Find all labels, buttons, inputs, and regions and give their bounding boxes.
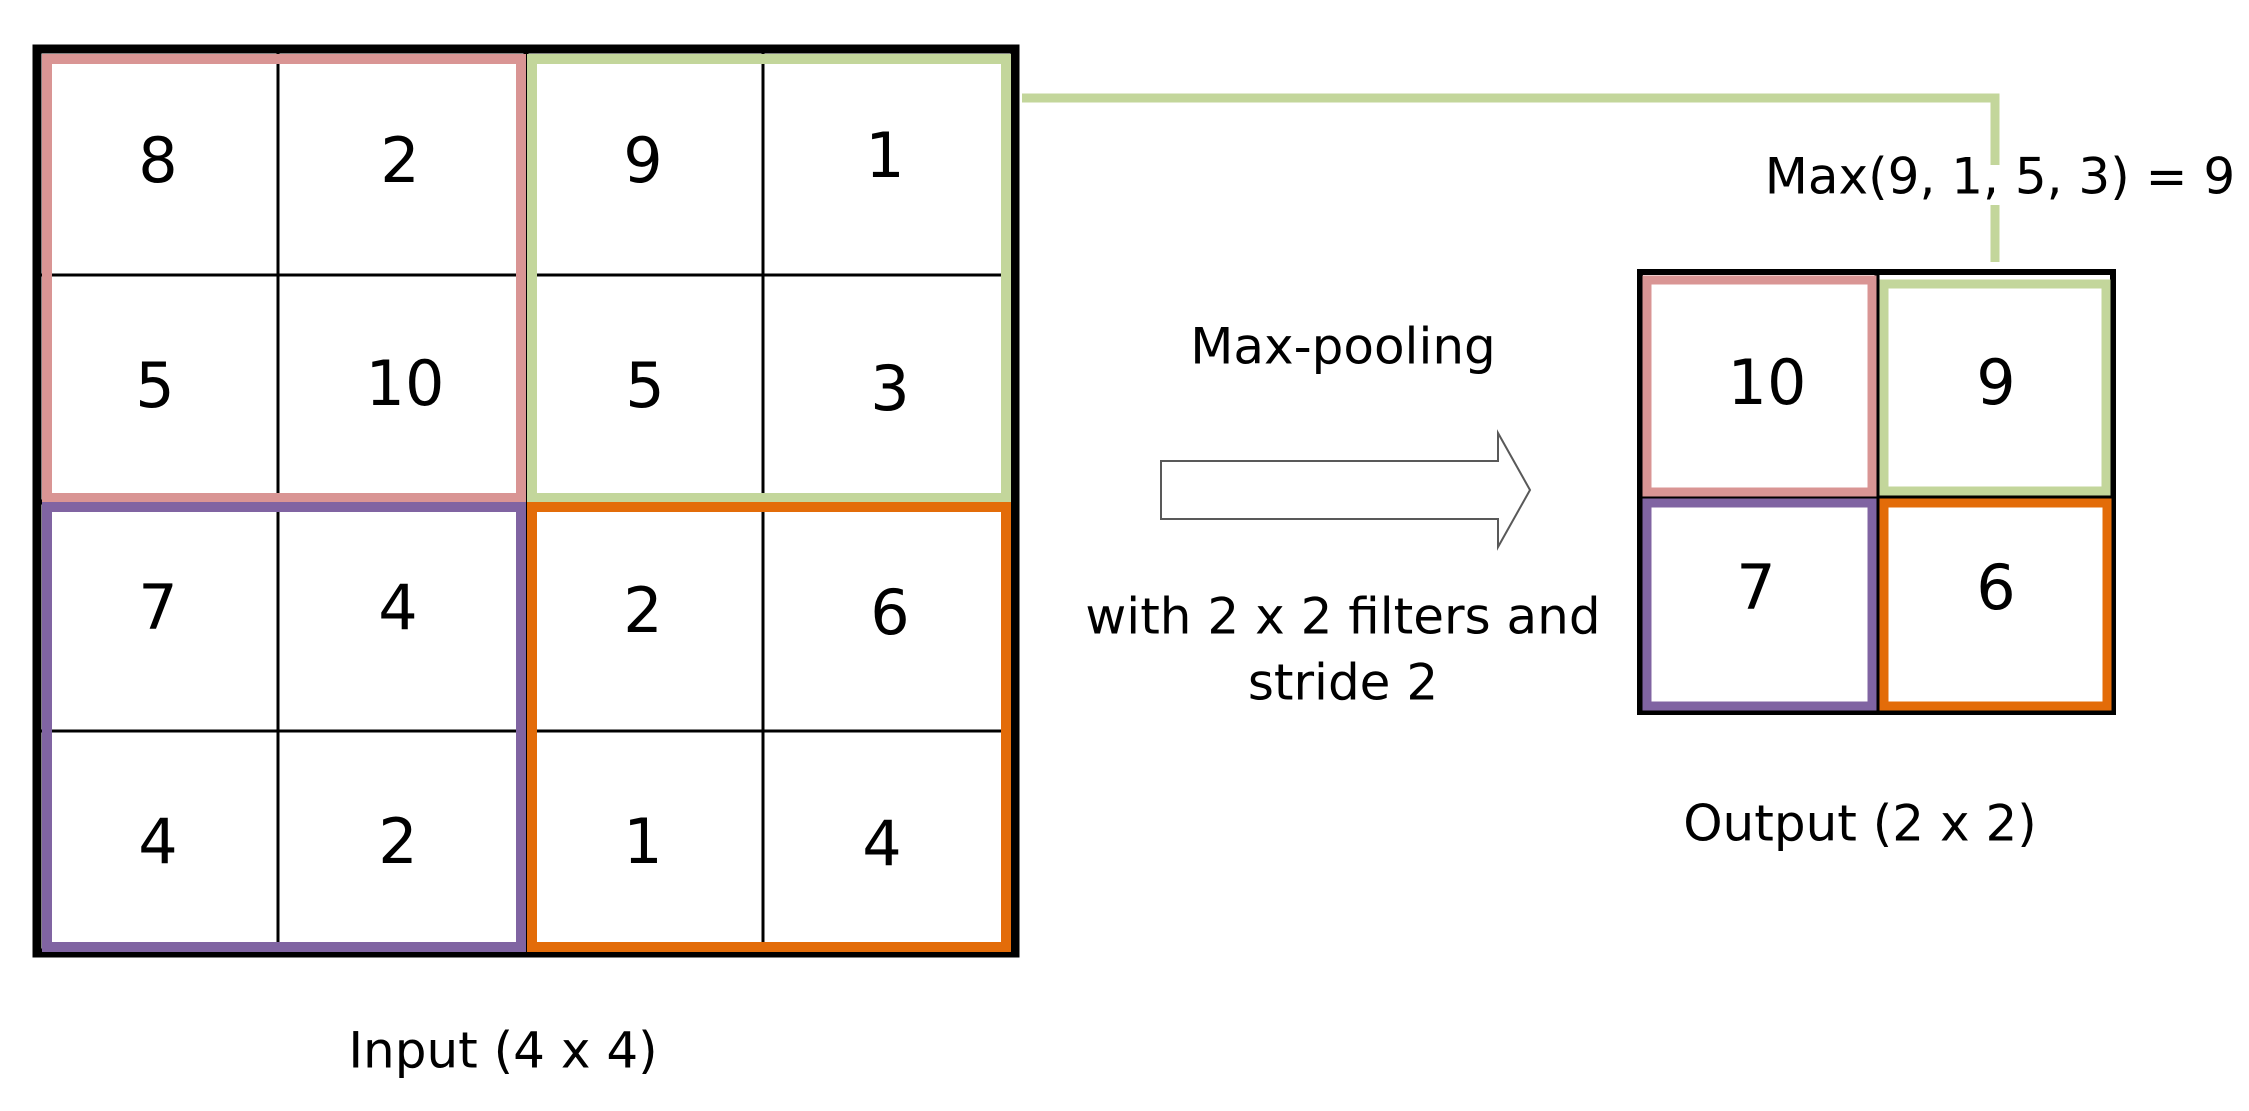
input-cell: 8 xyxy=(138,124,177,197)
output-cell: 7 xyxy=(1736,551,1775,624)
input-cell: 2 xyxy=(623,574,662,647)
operation-title: Max-pooling xyxy=(1190,318,1496,376)
input-cell: 9 xyxy=(623,124,662,197)
input-cell: 6 xyxy=(870,576,909,649)
right-arrow-icon xyxy=(1160,429,1532,551)
input-grid: 8 2 9 1 5 10 5 3 7 4 2 6 4 2 1 4 xyxy=(32,44,1020,958)
input-caption: Input (4 x 4) xyxy=(348,1022,657,1080)
input-cell: 4 xyxy=(862,807,901,880)
input-cell: 10 xyxy=(366,347,445,420)
input-cell: 5 xyxy=(625,349,664,422)
input-cell: 1 xyxy=(865,119,904,192)
input-cell: 4 xyxy=(378,571,417,644)
output-grid: 10 9 7 6 xyxy=(1637,269,2116,715)
input-cell: 3 xyxy=(870,352,909,425)
output-caption: Output (2 x 2) xyxy=(1683,795,2037,853)
operation-detail-line1: with 2 x 2 filters and xyxy=(1085,588,1600,646)
input-region-bottom-right xyxy=(527,502,1011,952)
input-cell: 7 xyxy=(138,571,177,644)
input-cell: 2 xyxy=(380,124,419,197)
input-region-top-right xyxy=(527,54,1011,503)
max-annotation: Max(9, 1, 5, 3) = 9 xyxy=(1765,148,2235,206)
output-cell: 9 xyxy=(1976,346,2015,419)
output-region-bottom-right xyxy=(1879,498,2112,711)
output-region-top-left xyxy=(1642,275,1877,497)
input-cell: 2 xyxy=(378,805,417,878)
output-cell: 10 xyxy=(1728,346,1807,419)
input-region-top-left xyxy=(42,54,526,503)
input-region-bottom-left xyxy=(42,502,526,952)
input-cell: 5 xyxy=(135,349,174,422)
output-region-top-right xyxy=(1879,279,2111,496)
output-region-bottom-left xyxy=(1642,498,1877,711)
operation-detail-line2: stride 2 xyxy=(1248,654,1438,712)
input-cell: 1 xyxy=(623,805,662,878)
input-cell: 4 xyxy=(138,805,177,878)
connector-line xyxy=(1022,93,2000,165)
output-cell: 6 xyxy=(1976,551,2015,624)
